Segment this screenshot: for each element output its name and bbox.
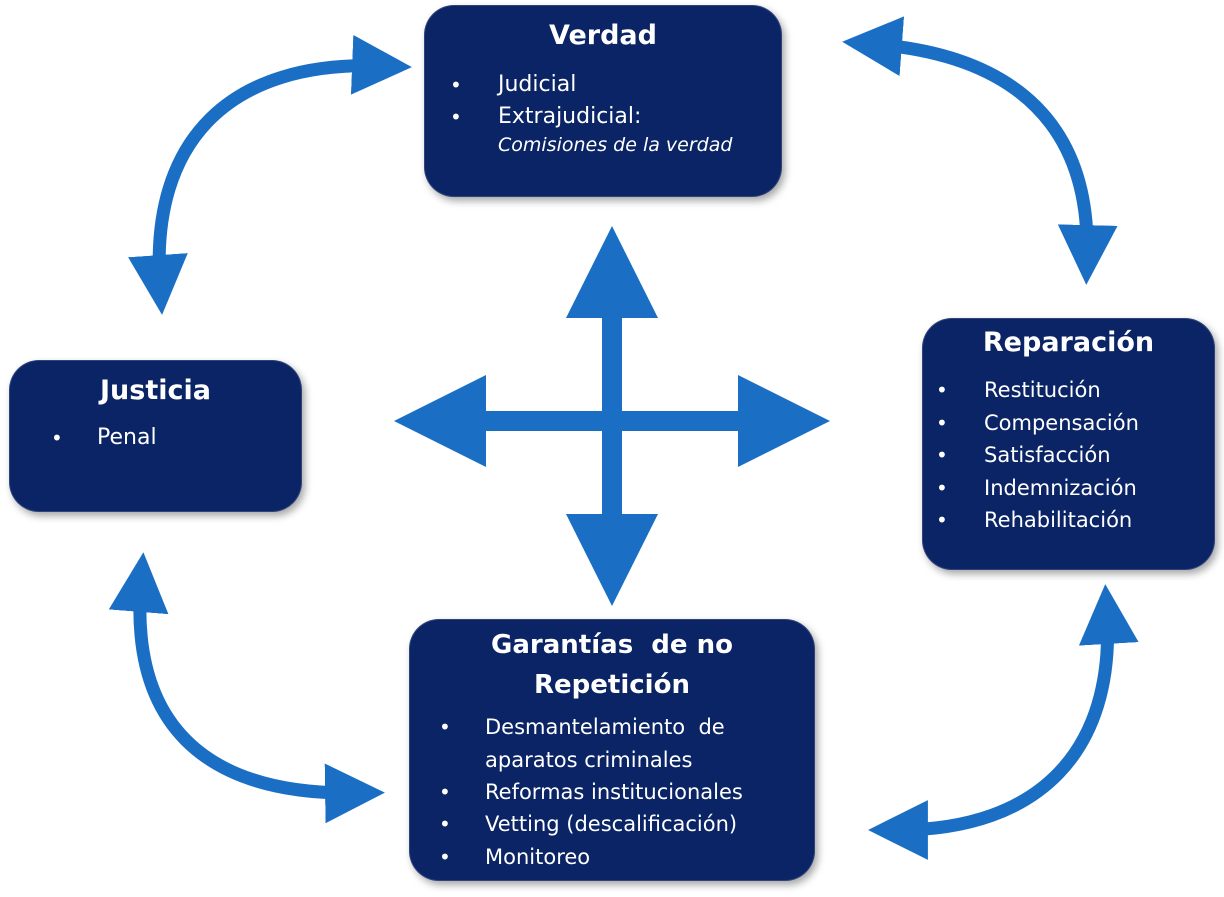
list-item: Vetting (descalificación) <box>409 808 815 841</box>
list-item-sub: aparatos criminales <box>485 747 693 772</box>
list-item: Rehabilitación <box>922 504 1215 537</box>
verdad-title: Verdad <box>549 20 657 51</box>
list-item: Penal <box>9 422 302 454</box>
justicia-list: Penal <box>9 422 302 454</box>
arrow-verdad-justicia <box>128 34 412 315</box>
verdad-box: Verdad Judicial Extrajudicial:Comisiones… <box>424 5 782 197</box>
list-item: Monitoreo <box>409 841 815 874</box>
list-item: Extrajudicial:Comisiones de la verdad <box>424 101 782 157</box>
list-item: Restitución <box>922 374 1215 407</box>
verdad-list: Judicial Extrajudicial:Comisiones de la … <box>424 69 782 157</box>
arrow-reparacion-garantias <box>868 584 1139 860</box>
arrow-justicia-garantias <box>108 552 385 824</box>
reparacion-box: Reparación Restitución Compensación Sati… <box>922 318 1215 570</box>
arrow-verdad-reparacion <box>842 16 1118 285</box>
reparacion-title: Reparación <box>982 327 1155 358</box>
list-item-sub: Comisiones de la verdad <box>498 134 733 156</box>
justicia-title: Justicia <box>100 375 211 406</box>
list-item: Satisfacción <box>922 439 1215 472</box>
list-item: Reformas institucionales <box>409 776 815 809</box>
list-item: Judicial <box>424 69 782 101</box>
reparacion-list: Restitución Compensación Satisfacción In… <box>922 374 1215 537</box>
list-item: Indemnización <box>922 472 1215 505</box>
justicia-box: Justicia Penal <box>9 360 302 512</box>
list-item: Compensación <box>922 407 1215 440</box>
